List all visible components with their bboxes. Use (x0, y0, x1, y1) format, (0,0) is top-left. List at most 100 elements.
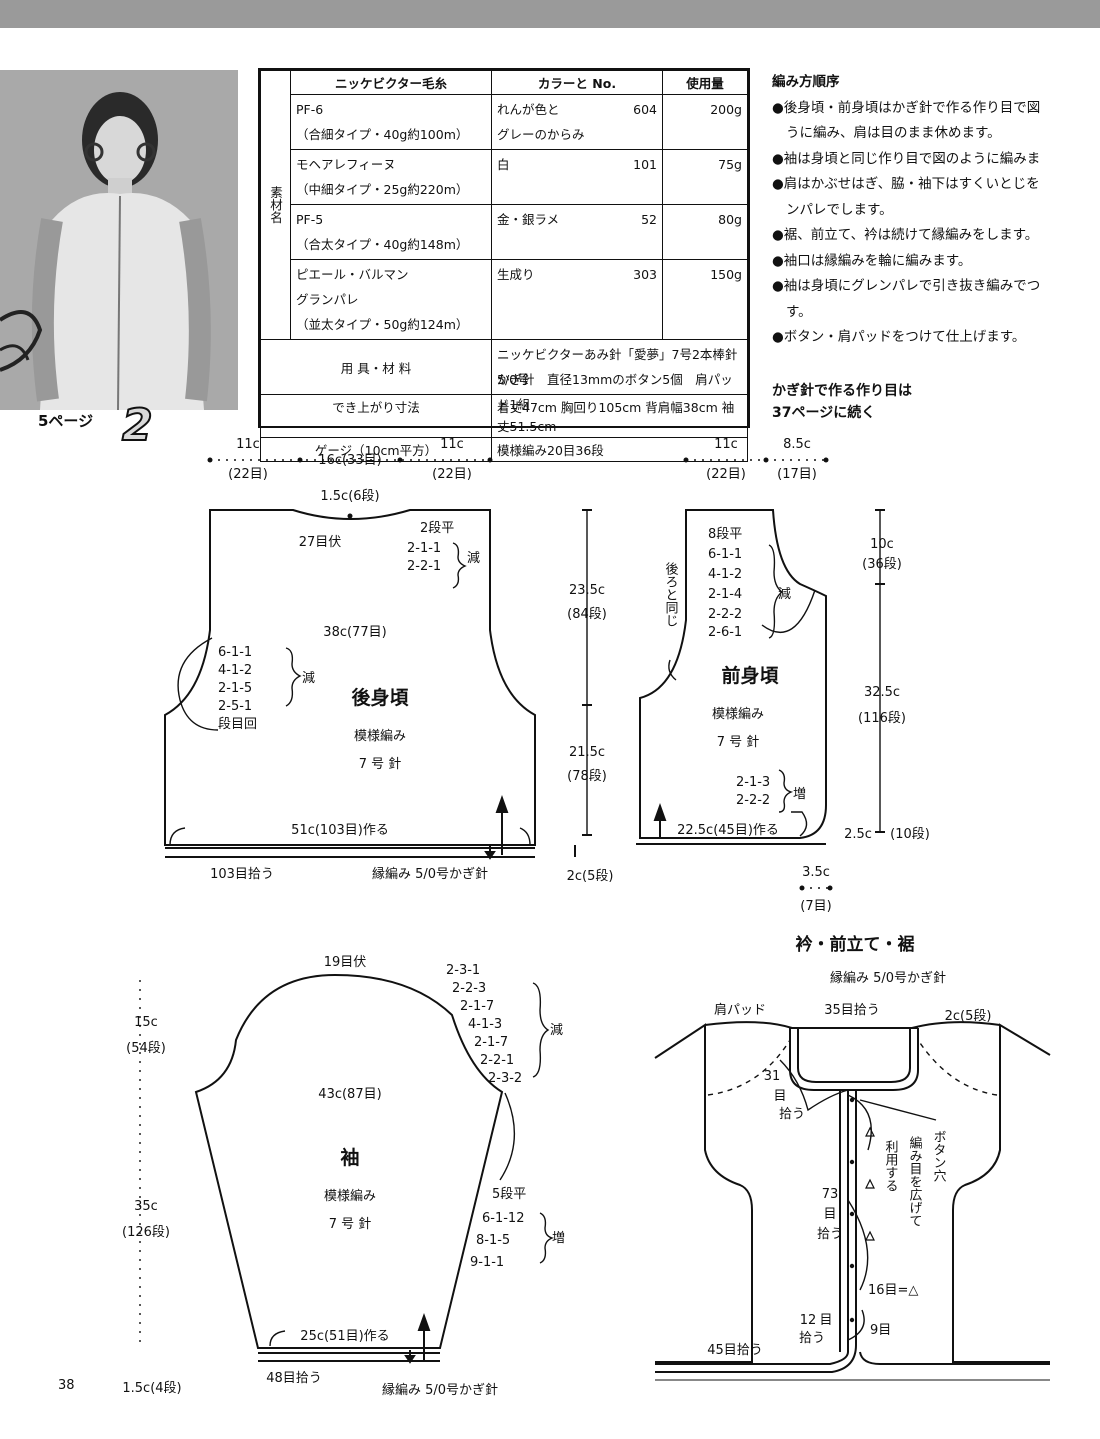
collar-low-pick-num: 12 (800, 1313, 817, 1328)
yarn-amount: 75g (718, 157, 742, 172)
materials-section-label: 素材名 (260, 70, 291, 340)
sleeve-cap-dec-6: 2-3-2 (488, 1071, 522, 1086)
back-title: 後身頃 (351, 686, 409, 709)
yarn-amount: 200g (710, 102, 742, 117)
back-height-lower: 21.5c (569, 745, 605, 760)
back-height-upper: 23.5c (569, 583, 605, 598)
collar-hem-pick: 45目拾う (707, 1343, 763, 1358)
front-h1-rows: (36段) (862, 557, 902, 572)
sleeve-top-bind: 19目伏 (324, 955, 367, 970)
front-h1: 10c (870, 537, 894, 552)
yarn-name-2: グランパレ (296, 292, 359, 307)
yarn-color-2: グレーのからみ (497, 127, 585, 142)
yarn-type: （中細タイプ・25g約220m） (296, 182, 469, 197)
cast-on-note: かぎ針で作る作り目は 37ページに続く (772, 380, 912, 424)
yarn-color: 白 (497, 157, 510, 172)
sleeve-pickup: 48目拾う (266, 1371, 322, 1386)
front-pattern: 模様編み (712, 706, 764, 722)
front-dim-right: 8.5c (783, 437, 811, 452)
pattern-number: 2 (121, 399, 154, 452)
collar-buttonhole-1: 編み目を広げて (907, 1135, 923, 1227)
back-neck-dec-2: 2-2-1 (407, 559, 441, 574)
front-dim-right-sts: (17目) (777, 467, 817, 482)
front-neck-dec-3: 2-1-4 (708, 587, 742, 602)
sleeve-cap-dec-2: 2-1-7 (460, 999, 494, 1014)
collar-front-pick-act: 拾う (817, 1227, 843, 1242)
back-cast-on: 51c(103目)作る (291, 823, 389, 838)
model-photo (0, 70, 238, 410)
collar-title: 衿・前立て・裾 (796, 934, 915, 955)
front-inc-1: 2-2-2 (736, 793, 770, 808)
back-arm-dec-4: 段目回 (218, 717, 257, 732)
front-h3: 2.5c (844, 827, 872, 842)
front-dim-left: 11c (714, 437, 738, 452)
front-h2: 32.5c (864, 685, 900, 700)
collar-front-pick-unit: 目 (823, 1207, 836, 1222)
collar-shoulder-pad: 肩パッド (714, 1002, 766, 1018)
yarn-color-no: 52 (641, 212, 657, 227)
sleeve-cap-dec-0: 2-3-1 (446, 963, 480, 978)
sleeve-cap-dec-4: 2-1-7 (474, 1035, 508, 1050)
sleeve-pattern: 模様編み (324, 1188, 376, 1204)
collar-side-pick-act: 拾う (779, 1107, 805, 1122)
front-title: 前身頃 (721, 664, 779, 687)
front-neck-dec-5: 2-6-1 (708, 625, 742, 640)
spacing-triangles (865, 1126, 875, 1241)
front-body-outline (639, 509, 827, 839)
back-dim-right-sts: (22目) (432, 467, 472, 482)
front-needle: 7 号 針 (717, 735, 760, 750)
step-item: ●袖は身頃と同じ作り目で図のように編みま (772, 150, 1041, 167)
front-inc-label: 増 (793, 787, 806, 802)
note-line-2: 37ページに続く (772, 405, 876, 421)
front-h3-rows: (10段) (890, 827, 930, 842)
back-border-height: 2c(5段) (567, 869, 614, 884)
front-band-width: 3.5c (802, 865, 830, 880)
sleeve-needle: 7 号 針 (329, 1217, 372, 1232)
back-width: 38c(77目) (323, 625, 386, 640)
front-neck-dec-label: 減 (778, 586, 791, 602)
yarn-color-no: 101 (633, 157, 657, 172)
yarn-amount: 80g (718, 212, 742, 227)
sleeve-h-body: 35c (134, 1199, 158, 1214)
back-neck-depth: 1.5c(6段) (320, 489, 379, 504)
front-cast-on: 22.5c(45目)作る (677, 823, 779, 838)
collar-neck-pick: 35目拾う (824, 1003, 880, 1018)
collar-last: 9目 (870, 1323, 891, 1338)
yarn-name: モヘアレフィーヌ (296, 157, 396, 172)
tools-label: 用 具・材 料 (260, 339, 492, 395)
back-dim-right: 11c (440, 437, 464, 452)
sleeve-cap-dec-5: 2-2-1 (480, 1053, 514, 1068)
front-neck-dec-1: 6-1-1 (708, 547, 742, 562)
back-arm-dec-label: 減 (302, 670, 315, 686)
collar-band-height: 2c(5段) (945, 1009, 992, 1024)
table-row: モヘアレフィーヌ （中細タイプ・25g約220m） 白 101 75g (261, 149, 748, 205)
yarn-type: （合細タイプ・40g約100m） (296, 127, 469, 142)
sleeve-width: 43c(87目) (318, 1087, 381, 1102)
materials-table: 素材名 ニッケビクター毛糸 カラーと No. 使用量 PF-6（合細タイプ・40… (258, 68, 750, 462)
back-pattern: 模様編み (354, 728, 406, 744)
step-item: ●袖口は縁編みを輪に編みます。 (772, 252, 972, 269)
col-header-yarn: ニッケビクター毛糸 (290, 70, 492, 95)
sleeve-inc-0: 5段平 (492, 1187, 526, 1202)
sleeve-inc-label: 増 (552, 1231, 565, 1246)
col-header-color: カラーと No. (491, 70, 663, 95)
back-dim-left-sts: (22目) (228, 467, 268, 482)
back-pickup: 103目拾う (210, 867, 274, 882)
collar-buttonhole-0: ボタン穴 (931, 1130, 947, 1182)
yarn-name: PF-5 (296, 212, 324, 227)
back-neck-dec-label: 減 (467, 550, 480, 566)
back-dim-center: 16c(33目) (318, 453, 381, 468)
sleeve-inc-3: 9-1-1 (470, 1255, 504, 1270)
front-dim-left-sts: (22目) (706, 467, 746, 482)
back-arm-dec-2: 2-1-5 (218, 681, 252, 696)
sleeve-h-cap: 15c (134, 1015, 158, 1030)
step-item: ●袖は身頃にグレンパレで引き抜き編みでつす。 (772, 278, 1041, 320)
gauge-label: ゲージ（10cm平方） (260, 437, 492, 462)
step-item: ●ボタン・肩パッドをつけて仕上げます。 (772, 329, 1026, 345)
back-arm-dec-3: 2-5-1 (218, 699, 252, 714)
collar-spacing: 16目=△ (868, 1283, 918, 1298)
page-number: 38 (58, 1378, 75, 1393)
sleeve-inc-1: 6-1-12 (482, 1211, 524, 1226)
